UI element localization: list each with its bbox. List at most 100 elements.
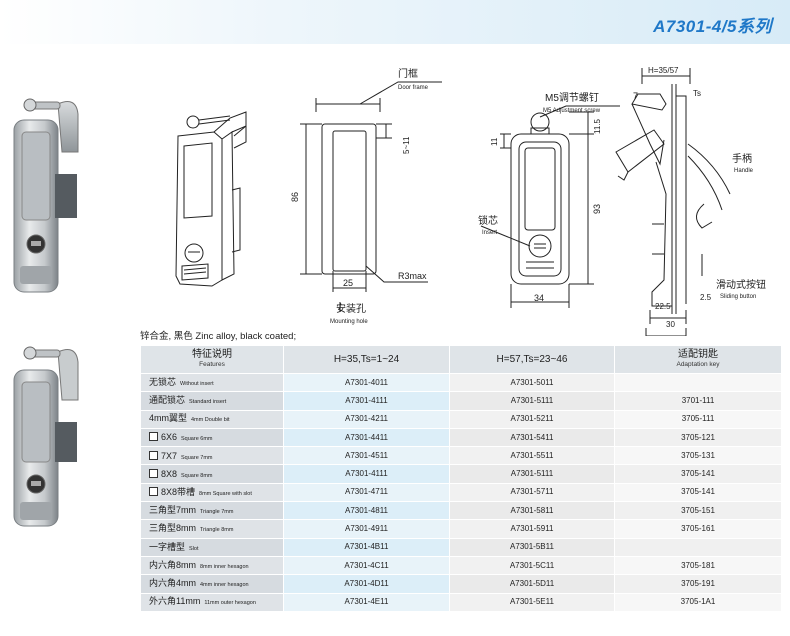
checkbox-square-icon: [149, 432, 158, 442]
adaptation-key-cell: 3705-151: [614, 501, 782, 521]
technical-drawings: 门框 Door frame 5~11 86 25 R3max 安装孔 Mount…: [13, 66, 766, 336]
checkbox-square-icon: [149, 487, 158, 497]
part-number-cell: A7301-5411: [449, 427, 615, 448]
feature-en: 8mm Square with slot: [199, 491, 252, 498]
label-dim-93: 93: [592, 204, 602, 214]
series-title: A7301-4/5系列: [653, 17, 772, 36]
part-number-cell: A7301-4411: [283, 427, 450, 448]
feature-cell: 内六角8mm 8mm inner hexagon: [140, 555, 284, 576]
part-number-cell: A7301-4911: [283, 519, 450, 539]
adaptation-key-cell: 3705-1A1: [614, 592, 782, 612]
adaptation-key-cell: 3705-161: [614, 519, 782, 539]
label-insert-cn: 锁芯: [478, 214, 498, 227]
part-number-cell: A7301-5811: [449, 501, 615, 521]
part-number-cell: A7301-4511: [283, 446, 450, 466]
adaptation-key-cell: 3705-141: [614, 482, 782, 503]
feature-en: Standard insert: [189, 399, 227, 406]
part-number-cell: A7301-4011: [283, 372, 450, 393]
part-number-cell: A7301-4711: [283, 482, 450, 503]
product-photo-1: [13, 98, 79, 293]
adaptation-key-cell: [614, 372, 782, 393]
label-r3max: R3max: [398, 271, 427, 281]
part-number-cell: A7301-5011: [449, 372, 615, 393]
label-dim-30: 30: [666, 320, 675, 329]
label-dim-11-5: 11.5: [593, 118, 602, 134]
feature-en: Triangle 8mm: [200, 527, 234, 534]
feature-en: 11mm outer hexagon: [204, 600, 256, 607]
label-dim-11: 11: [490, 137, 499, 146]
product-photo-2: [13, 346, 79, 527]
label-dim-25: 25: [343, 278, 353, 288]
feature-en: Without insert: [180, 380, 214, 387]
part-number-cell: A7301-4111: [283, 464, 450, 484]
part-number-cell: A7301-5111: [449, 464, 615, 484]
part-number-cell: A7301-4C11: [283, 555, 450, 576]
feature-en: Square 7mm: [181, 454, 213, 461]
feature-cn: 通配锁芯: [149, 395, 186, 406]
header-bar: A7301-4/5系列: [0, 0, 790, 44]
adaptation-key-cell: 3705-111: [614, 409, 782, 429]
label-handle-cn: 手柄: [732, 152, 752, 165]
part-number-cell: A7301-4B11: [283, 537, 450, 557]
mounting-hole-drawing: [300, 81, 442, 312]
feature-cn: 无锁芯: [149, 376, 177, 387]
part-number-cell: A7301-4211: [283, 409, 450, 429]
feature-cn: 内六角8mm: [149, 559, 196, 570]
front-view-drawing: [480, 105, 620, 308]
label-handle-en: Handle: [734, 168, 754, 174]
part-number-cell: A7301-5111: [449, 391, 615, 411]
part-number-cell: A7301-5B11: [449, 537, 615, 557]
checkbox-square-icon: [149, 468, 158, 478]
label-mounting-hole-cn: 安装孔: [336, 302, 366, 315]
part-number-cell: A7301-4111: [283, 391, 450, 411]
part-number-cell: A7301-5E11: [449, 592, 615, 612]
part-number-cell: A7301-5C11: [449, 555, 615, 576]
label-insert-en: Insert: [482, 230, 497, 236]
label-dim-7: 7: [633, 91, 638, 101]
label-sliding-cn: 滑动式按钮: [716, 278, 766, 291]
feature-cell: 三角型7mm Triangle 7mm: [140, 501, 284, 521]
label-m5-screw-en: M5 Adjustment screw: [543, 108, 601, 114]
feature-en: 8mm inner hexagon: [200, 563, 249, 570]
part-number-cell: A7301-5711: [449, 482, 615, 503]
feature-en: Triangle 7mm: [200, 508, 234, 515]
feature-cn: 4mm翼型: [149, 413, 187, 424]
header-h57: H=57,Ts=23~46: [449, 345, 615, 374]
part-number-cell: A7301-5511: [449, 446, 615, 466]
part-number-cell: A7301-5211: [449, 409, 615, 429]
part-number-cell: A7301-4811: [283, 501, 450, 521]
iso-drawing: [175, 111, 247, 287]
feature-en: Slot: [189, 545, 199, 552]
label-door-frame-en: Door frame: [398, 85, 429, 91]
label-dim-5-11: 5~11: [402, 136, 411, 154]
adaptation-key-cell: 3705-141: [614, 464, 782, 484]
feature-en: 4mm inner hexagon: [200, 582, 249, 589]
feature-cn: 8X8: [161, 468, 178, 479]
feature-cn: 三角型7mm: [149, 504, 196, 515]
feature-cn: 8X8带槽: [161, 487, 196, 498]
label-mounting-hole-en: Mounting hole: [330, 319, 368, 325]
part-number-cell: A7301-5911: [449, 519, 615, 539]
feature-cn: 6X6: [161, 432, 178, 443]
label-dim-34: 34: [534, 293, 544, 303]
adaptation-key-cell: 3705-181: [614, 555, 782, 576]
feature-en: Square 6mm: [181, 436, 213, 443]
label-door-frame-cn: 门框: [398, 67, 418, 80]
